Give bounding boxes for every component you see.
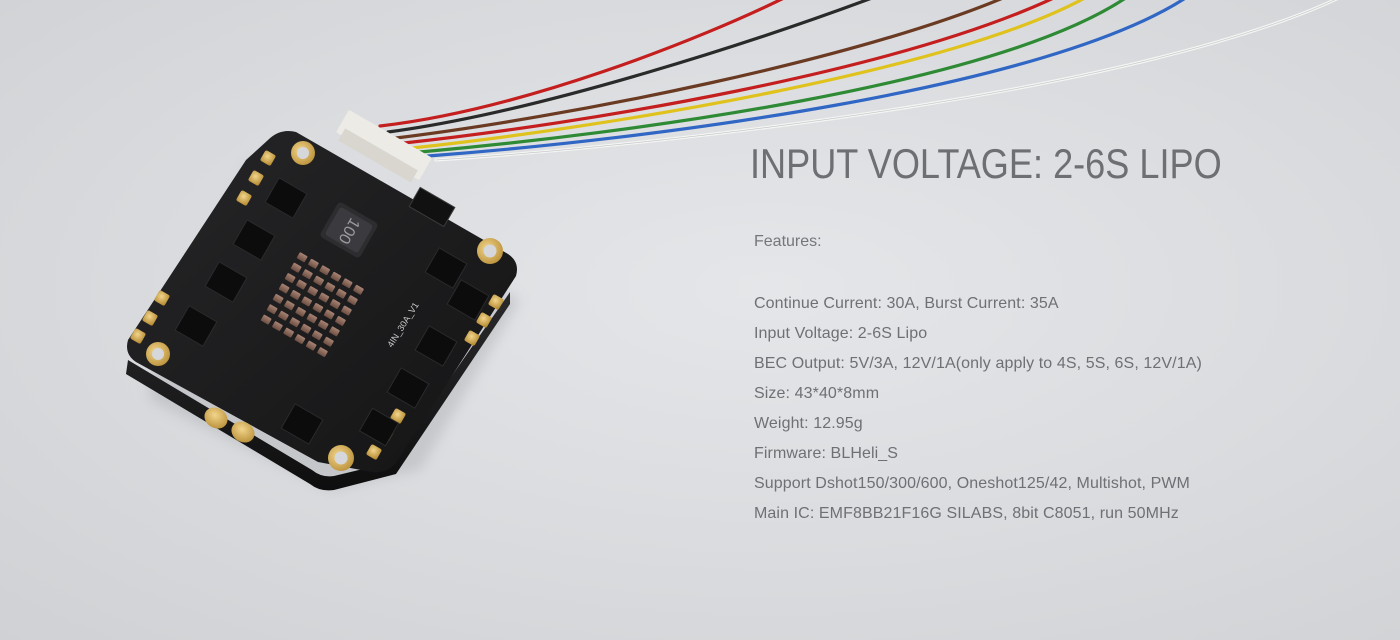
pin-header — [408, 186, 456, 228]
feature-item: Input Voltage: 2-6S Lipo — [754, 325, 928, 342]
pcb-edge — [126, 292, 510, 491]
page-headline: INPUT VOLTAGE: 2-6S LIPO — [750, 140, 1222, 187]
feature-item: Weight: 12.95g — [754, 415, 863, 432]
capacitor-array — [260, 252, 364, 358]
feature-item: Firmware: BLHeli_S — [754, 445, 899, 462]
features-heading: Features: — [754, 233, 822, 250]
inductor: 100 — [320, 202, 378, 258]
mounting-holes — [146, 141, 503, 471]
wire-bundle — [378, 0, 1338, 162]
feature-item: Size: 43*40*8mm — [754, 385, 880, 402]
feature-item: BEC Output: 5V/3A, 12V/1A(only apply to … — [754, 355, 1202, 372]
signal-connector — [336, 110, 432, 183]
feature-list: Continue Current: 30A, Burst Current: 35… — [754, 289, 1354, 529]
battery-pads — [204, 407, 255, 443]
mosfets — [174, 177, 490, 447]
feature-item: Support Dshot150/300/600, Oneshot125/42,… — [754, 475, 1190, 492]
motor-pads — [130, 150, 504, 460]
feature-item: Continue Current: 30A, Burst Current: 35… — [754, 295, 1059, 312]
feature-item: Main IC: EMF8BB21F16G SILABS, 8bit C8051… — [754, 505, 1179, 522]
